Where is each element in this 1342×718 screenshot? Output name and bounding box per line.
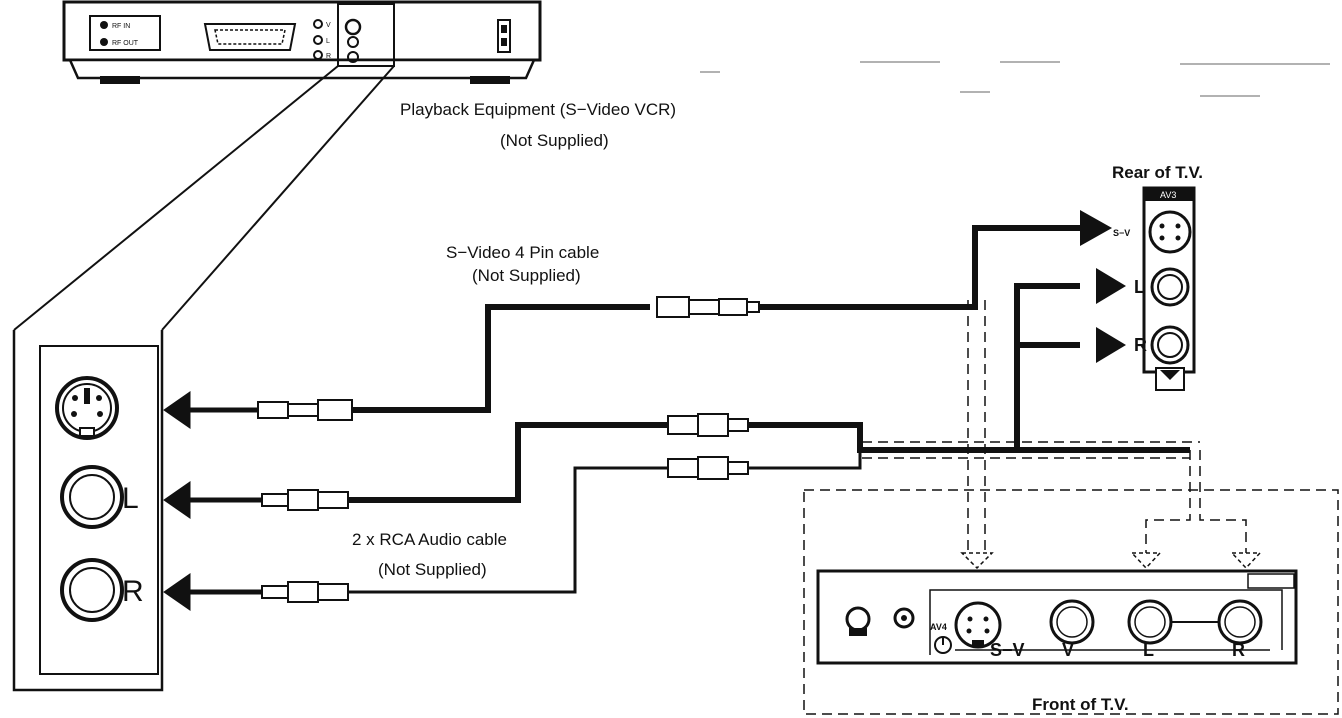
svideo-plug-left xyxy=(257,399,353,421)
arrows-to-vcr xyxy=(163,391,262,611)
vcr-jack-l: L xyxy=(326,38,330,45)
vcr-panel-r-label: R xyxy=(122,575,144,608)
front-tv-v-label: V xyxy=(1062,640,1074,660)
front-tv-av-label: AV4 xyxy=(930,622,947,632)
rca-plug-r-right xyxy=(667,456,749,480)
rca-plug-l-right xyxy=(667,413,749,437)
l-jack-icon xyxy=(60,465,124,529)
front-tv-dashed-routes xyxy=(803,300,1339,715)
rear-tv-panel: AV3 xyxy=(1142,186,1196,391)
vcr-not-supplied: (Not Supplied) xyxy=(500,131,609,150)
svideo-cable-title: S−Video 4 Pin cable xyxy=(446,243,599,262)
rear-tv-sv-label: S−V xyxy=(1113,228,1130,238)
rf-out-label: RF OUT xyxy=(112,40,139,47)
rca-cable-note: (Not Supplied) xyxy=(378,560,487,579)
vcr-unit: RF IN RF OUT V L R xyxy=(62,0,542,84)
vcr-jack-panel: L R xyxy=(12,330,164,692)
front-tv-title: Front of T.V. xyxy=(1032,695,1129,714)
front-tv-sv-label: S−V xyxy=(990,640,1025,660)
rf-in-label: RF IN xyxy=(112,23,130,30)
rca-cable-l-bus xyxy=(1014,286,1080,348)
svideo-jack-icon xyxy=(55,376,119,440)
front-tv-l-label: L xyxy=(1143,640,1154,660)
rear-tv-l-label: L xyxy=(1134,277,1145,297)
arrows-to-rear-tv xyxy=(1080,210,1126,363)
scan-noise xyxy=(700,61,1330,97)
rca-cable-title: 2 x RCA Audio cable xyxy=(352,530,507,549)
r-jack-icon xyxy=(60,558,124,622)
vcr-jack-r: R xyxy=(326,53,331,60)
front-tv-panel: AV4 xyxy=(816,569,1298,665)
svideo-cable-note: (Not Supplied) xyxy=(472,266,581,285)
vcr-panel-l-label: L xyxy=(122,482,139,515)
rca-plug-l-left xyxy=(261,489,349,511)
rca-plug-r-left xyxy=(261,581,349,603)
front-tv-dashed-arrows xyxy=(960,552,1262,570)
rear-tv-r-label: R xyxy=(1134,335,1147,355)
vcr-jack-v: V xyxy=(326,22,331,29)
headphone-icon xyxy=(845,606,871,636)
rear-tv-badge: AV3 xyxy=(1160,190,1176,200)
rca-cable-r xyxy=(348,450,862,594)
vcr-title: Playback Equipment (S−Video VCR) xyxy=(400,100,676,119)
zoom-callout xyxy=(13,3,395,331)
front-tv-r-label: R xyxy=(1232,640,1245,660)
svideo-plug-right xyxy=(656,296,760,318)
front-svideo-jack-icon xyxy=(954,601,1002,649)
svideo-cable xyxy=(352,225,1080,413)
rear-tv-title: Rear of T.V. xyxy=(1112,163,1203,182)
